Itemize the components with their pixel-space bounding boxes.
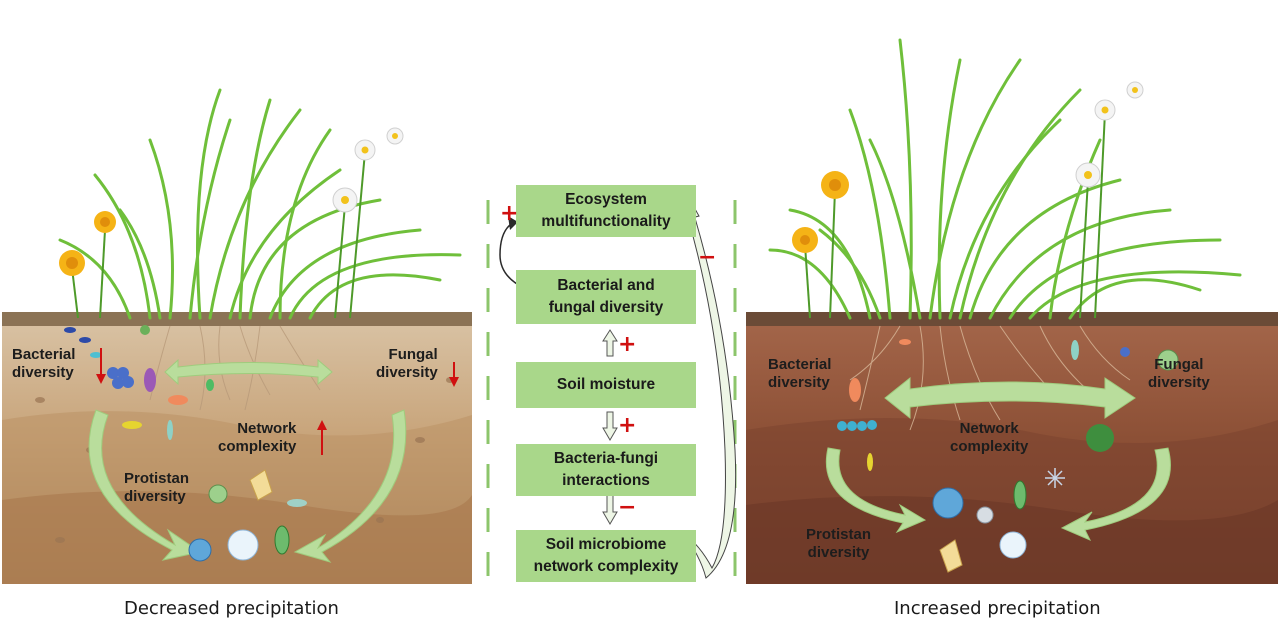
left-down-right-arrow xyxy=(293,409,407,563)
center-dashed-lines xyxy=(486,200,737,582)
right-flowers xyxy=(792,81,1144,319)
left-label-bacterial-diversity: Bacterial diversity xyxy=(12,346,76,381)
right-down-right-arrow xyxy=(1060,447,1171,541)
right-label-fungal-diversity: Fungal diversity xyxy=(1148,356,1210,391)
left-red-arrows xyxy=(96,348,459,455)
right-label-protistan-diversity: Protistan diversity xyxy=(806,526,872,561)
sign-diversity-moisture: + xyxy=(618,332,637,357)
loop-arrow-head xyxy=(508,216,518,230)
box-network-complexity: Soil microbiome network complexity xyxy=(516,530,696,582)
right-top-double-arrow xyxy=(884,376,1136,420)
right-label-network-complexity: Network complexity xyxy=(950,420,1029,455)
left-flowers xyxy=(59,127,404,319)
right-caption: Increased precipitation xyxy=(894,598,1101,619)
box-bacteria-fungi-interactions: Bacteria-fungi interactions xyxy=(516,444,696,496)
left-grass xyxy=(58,88,462,320)
sign-interactions-network: − xyxy=(618,495,637,520)
arrow-moisture-interactions xyxy=(602,411,618,441)
right-microbes xyxy=(837,339,1179,573)
left-green-arrows xyxy=(88,358,407,563)
center-flow-arrows xyxy=(602,329,618,525)
left-microbes xyxy=(64,325,307,562)
left-caption: Decreased precipitation xyxy=(124,598,339,619)
left-label-network-complexity: Network complexity xyxy=(218,420,297,455)
right-grass xyxy=(768,38,1242,320)
right-green-arrows xyxy=(825,376,1171,541)
sign-network-ecosystem: − xyxy=(698,245,717,270)
sign-top-loop: + xyxy=(500,201,519,226)
right-down-left-arrow xyxy=(825,447,927,534)
arrow-interactions-network xyxy=(602,494,618,525)
sign-moisture-interactions: + xyxy=(618,413,637,438)
left-label-protistan-diversity: Protistan diversity xyxy=(124,470,190,505)
right-label-bacterial-diversity: Bacterial diversity xyxy=(768,356,832,391)
box-bacterial-fungal-diversity: Bacterial and fungal diversity xyxy=(516,270,696,324)
left-down-left-arrow xyxy=(88,409,202,561)
left-label-fungal-diversity: Fungal diversity xyxy=(376,346,438,381)
arrow-diversity-moisture xyxy=(602,329,618,357)
box-ecosystem-multifunctionality: Ecosystem multifunctionality xyxy=(516,185,696,237)
left-top-double-arrow xyxy=(164,358,333,386)
box-soil-moisture: Soil moisture xyxy=(516,362,696,408)
